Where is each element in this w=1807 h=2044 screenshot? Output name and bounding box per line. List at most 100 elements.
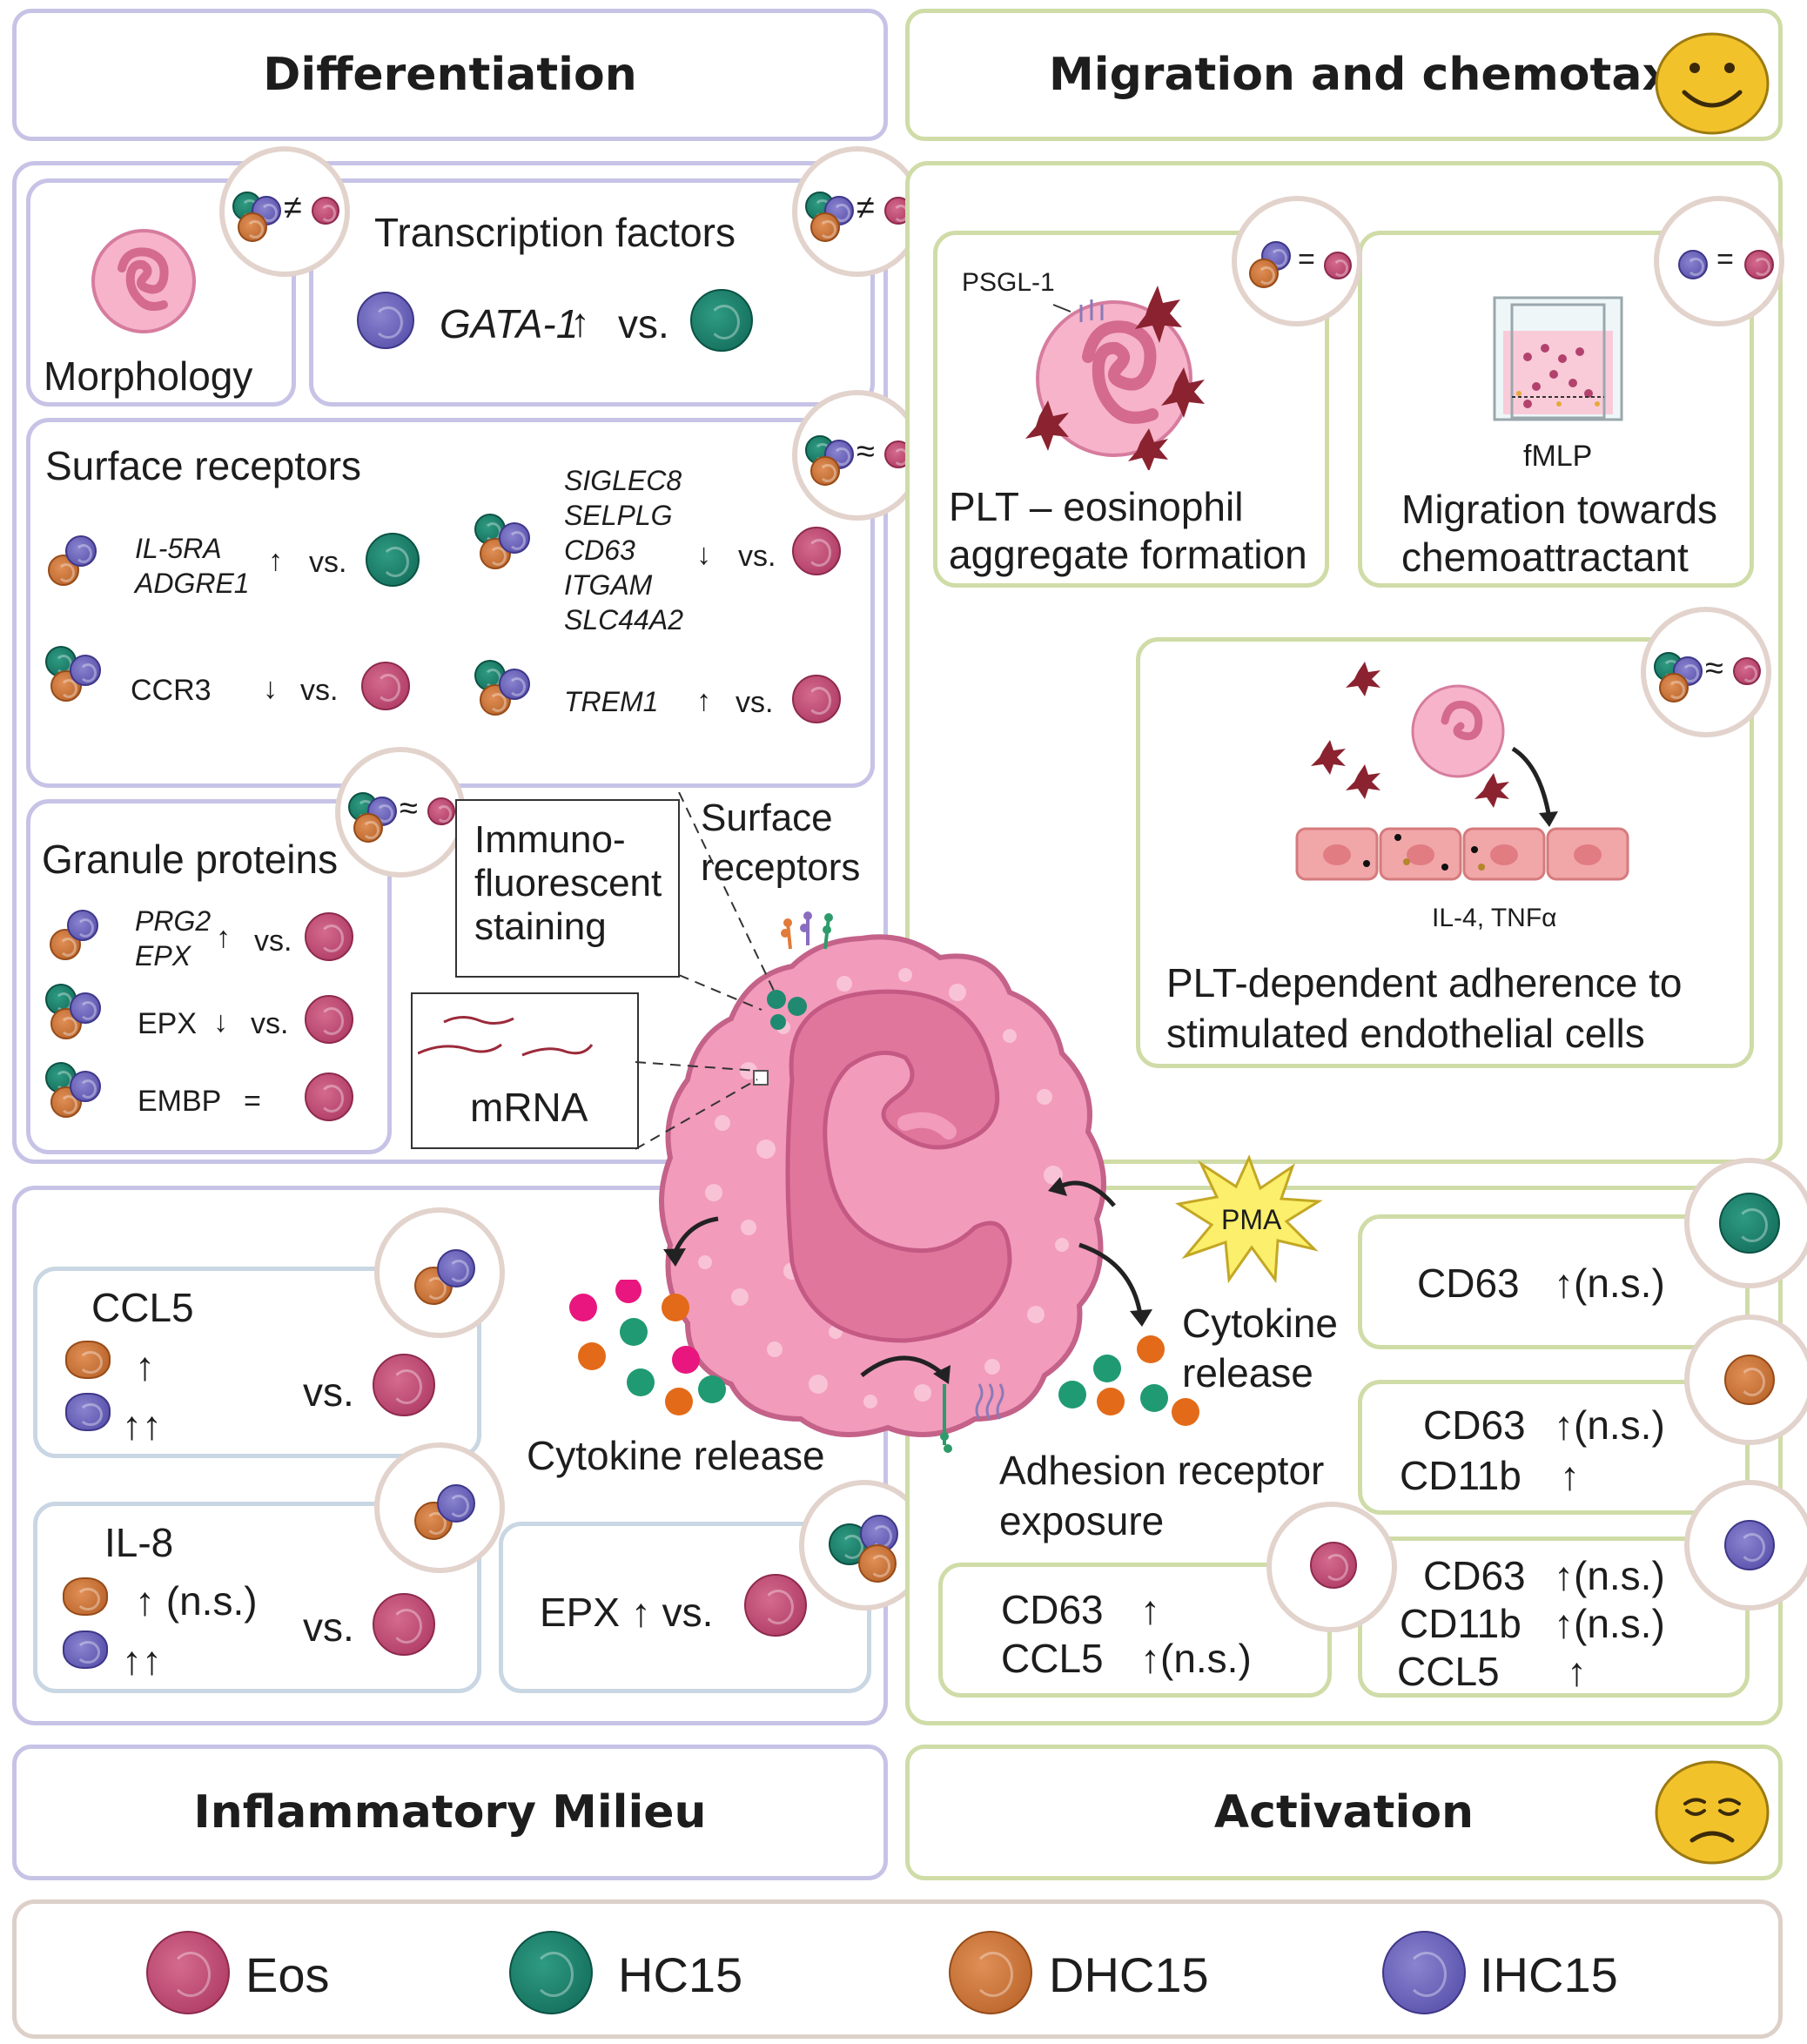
activation-dhc-box xyxy=(1358,1380,1750,1515)
act-eos-value-1: ↑ xyxy=(1140,1587,1160,1632)
act-dhc-value-1: ↑(n.s.) xyxy=(1554,1402,1665,1448)
act-hc-value: ↑(n.s.) xyxy=(1554,1261,1665,1306)
ccr3-arrow: ↓ xyxy=(263,672,278,705)
eos-cell-icon xyxy=(792,675,841,723)
sr-gene-adgre1: ADGRE1 xyxy=(135,568,250,599)
embp-label: EMBP xyxy=(138,1085,222,1118)
activation-title: Activation xyxy=(1213,1786,1474,1839)
dhc15-cell-icon xyxy=(65,1341,111,1379)
immuno-line1: Immuno- xyxy=(474,818,626,861)
eq-symbol: = xyxy=(1298,243,1315,276)
cytokines-left-icon xyxy=(566,1277,731,1419)
cell-cluster-icon xyxy=(45,1062,106,1123)
transcription-box xyxy=(309,178,875,407)
transwell-chamber-icon xyxy=(1493,296,1623,427)
ihc15-cell-icon xyxy=(63,1630,108,1669)
hc15-cell-icon xyxy=(366,533,420,587)
differentiation-header: Differentiation xyxy=(12,9,888,141)
trem1-label: TREM1 xyxy=(564,686,659,717)
hc15-badge xyxy=(1684,1158,1807,1288)
legend-hc15-icon xyxy=(509,1931,593,2014)
ccl5-ihc-arrows: ↑↑ xyxy=(122,1402,162,1448)
il8-dhc-arrow: ↑ (n.s.) xyxy=(135,1578,258,1624)
sr-group1-arrow: ↑ xyxy=(268,544,283,577)
act-eos-value-2: ↑(n.s.) xyxy=(1140,1636,1252,1681)
surface-receptors-box xyxy=(26,418,875,788)
gp-arrow: ↑ xyxy=(216,921,231,954)
act-ihc-value-3: ↑ xyxy=(1567,1649,1587,1694)
mrna-strands-icon xyxy=(417,1010,627,1071)
act-dhc-value-2: ↑ xyxy=(1560,1453,1580,1498)
eos-cell-icon xyxy=(361,662,410,710)
sr-group2-vs: vs. xyxy=(738,540,776,573)
il8-ihc-arrows: ↑↑ xyxy=(122,1637,162,1683)
pma-label: PMA xyxy=(1221,1204,1282,1235)
happy-face-icon xyxy=(1654,31,1770,136)
sr-gene-siglec8: SIGLEC8 xyxy=(564,465,682,496)
adhesion-receptor-icon xyxy=(927,1375,1031,1462)
endothelial-adherence-icon xyxy=(1288,653,1636,888)
morphology-label: Morphology xyxy=(44,353,253,399)
eos-badge xyxy=(1266,1502,1397,1632)
il8-label: IL-8 xyxy=(104,1520,174,1565)
act-hc-marker: CD63 xyxy=(1417,1261,1520,1306)
surface-receptors-title: Surface receptors xyxy=(45,443,362,488)
eos-cell-icon xyxy=(305,1072,353,1121)
act-eos-marker-2: CCL5 xyxy=(1001,1636,1104,1681)
legend-eos-label: Eos xyxy=(245,1947,330,2002)
sr-gene-il5ra: IL-5RA xyxy=(135,533,222,564)
eq-badge: = xyxy=(1232,196,1362,326)
release-arrows xyxy=(627,1167,1184,1428)
activation-eos-box xyxy=(938,1563,1332,1698)
migration-towards-line2: chemoattractant xyxy=(1401,535,1689,580)
plt-agg-line2: aggregate formation xyxy=(949,532,1307,577)
adhesion-line2: exposure xyxy=(999,1498,1165,1543)
approx-badge: ≈ xyxy=(792,390,923,521)
legend-dhc15-label: DHC15 xyxy=(1049,1947,1209,2002)
epx-arrow: ↓ xyxy=(213,1005,228,1039)
gata1-arrow: ↑ xyxy=(570,299,590,345)
sr-gene-selplg: SELPLG xyxy=(564,500,673,531)
dhc-ihc-badge xyxy=(374,1207,505,1338)
cytokine-release-left: Cytokine release xyxy=(527,1433,825,1478)
eq-badge: = xyxy=(1654,196,1784,326)
epx-label: EPX xyxy=(138,1007,198,1040)
inflammatory-title: Inflammatory Milieu xyxy=(193,1786,707,1839)
act-ihc-value-1: ↑(n.s.) xyxy=(1554,1553,1665,1598)
activation-ihc-box xyxy=(1358,1536,1750,1698)
legend-ihc15-icon xyxy=(1382,1931,1466,2014)
legend-box xyxy=(12,1899,1783,2039)
il8-vs: vs. xyxy=(303,1604,354,1650)
cell-cluster-icon xyxy=(45,984,106,1045)
dhc15-cell-icon xyxy=(63,1577,108,1616)
hc15-cell-icon xyxy=(690,289,753,352)
sad-face-icon xyxy=(1654,1758,1770,1866)
activation-header: Activation xyxy=(905,1745,1783,1880)
gp-gene-epx: EPX xyxy=(135,940,191,972)
ccr3-label: CCR3 xyxy=(131,674,212,707)
immuno-line3: staining xyxy=(474,905,607,948)
ihc15-cell-icon xyxy=(357,292,414,349)
eos-cell-icon xyxy=(373,1593,435,1656)
adhesion-line1: Adhesion receptor xyxy=(999,1448,1325,1493)
central-eosinophil xyxy=(644,897,1132,1454)
neq-badge: ≠ xyxy=(219,146,350,277)
cell-cluster-icon xyxy=(48,535,100,588)
dhc15-badge xyxy=(1684,1314,1807,1445)
psgl1-label: PSGL-1 xyxy=(962,268,1055,297)
migration-title: Migration and chemotaxis xyxy=(1049,49,1714,101)
act-eos-marker-1: CD63 xyxy=(1001,1587,1104,1632)
inflammatory-header: Inflammatory Milieu xyxy=(12,1745,888,1880)
cell-cluster-icon xyxy=(50,910,102,962)
eos-cell-icon xyxy=(792,527,841,575)
surface-receptors-label-1: Surface xyxy=(701,797,833,839)
eos-cell-icon xyxy=(744,1574,807,1637)
cell-cluster-icon xyxy=(474,514,535,575)
cell-cluster-icon xyxy=(45,646,106,707)
granule-proteins-title: Granule proteins xyxy=(42,837,339,882)
ccl5-dhc-arrow: ↑ xyxy=(135,1343,155,1388)
adherence-line1: PLT-dependent adherence to xyxy=(1166,960,1683,1005)
migration-towards-line1: Migration towards xyxy=(1401,487,1718,532)
plt-agg-line1: PLT – eosinophil xyxy=(949,484,1244,529)
immunofluorescent-box xyxy=(455,799,680,978)
